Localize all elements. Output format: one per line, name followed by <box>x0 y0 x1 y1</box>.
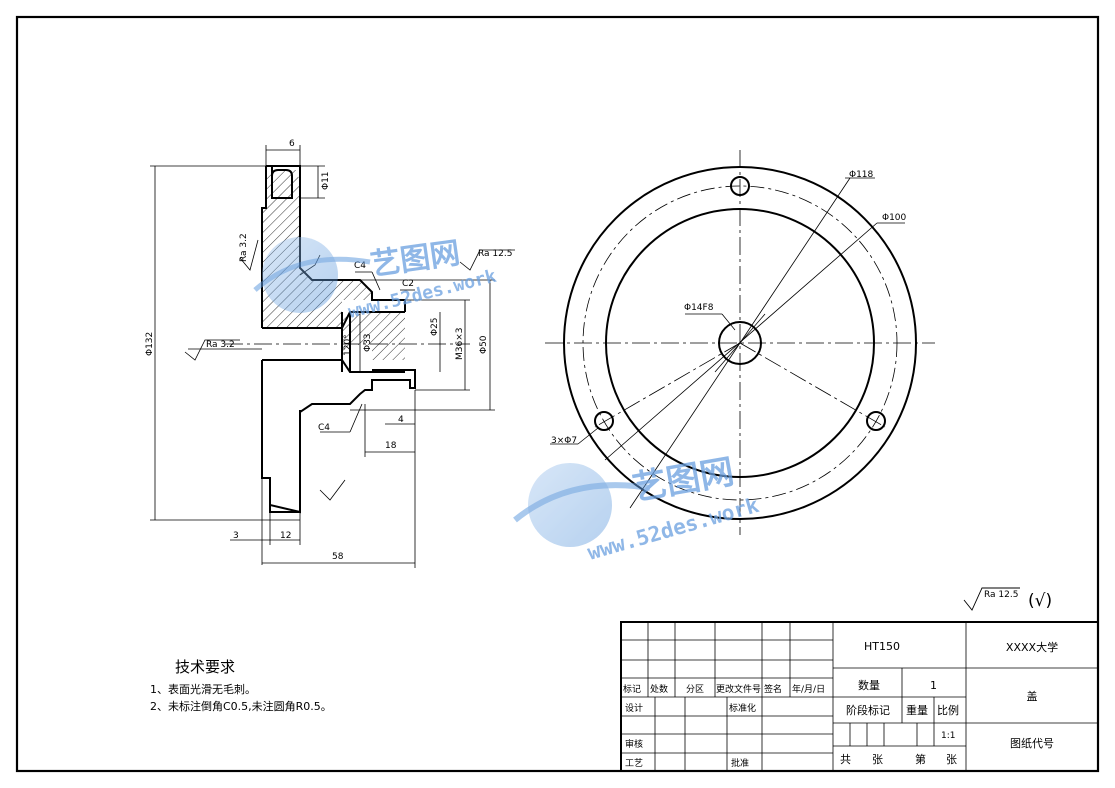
dim-6: 6 <box>289 139 295 149</box>
bolt-hole-left <box>594 411 614 431</box>
title-block: HT150 XXXX大学 盖 图纸代号 数量 1 阶段标记 重量 比例 1:1 … <box>620 621 1099 772</box>
dim-58: 58 <box>332 552 344 562</box>
design-label: 设计 <box>625 702 643 714</box>
top-groove <box>271 166 293 199</box>
tech-requirements: 技术要求 1、表面光滑无毛刺。 2、未标注倒角C0.5,未注圆角R0.5。 <box>150 656 332 715</box>
section-dims <box>150 145 515 568</box>
dim-d118: Φ118 <box>849 170 874 180</box>
header-sign: 签名 <box>764 683 782 695</box>
bolt-hole-right <box>866 411 886 431</box>
header-zone: 分区 <box>686 684 704 695</box>
dim-18: 18 <box>385 441 397 451</box>
sheet-no-label: 第 <box>915 752 926 766</box>
dim-12: 12 <box>280 531 291 541</box>
general-roughness-label: Ra 12.5 <box>984 590 1018 600</box>
part-name: 盖 <box>1027 689 1038 703</box>
header-date: 年/月/日 <box>792 683 825 695</box>
general-roughness-check: (√) <box>1028 591 1052 611</box>
school-name: XXXX大学 <box>1006 640 1058 654</box>
watermark-brand-1: 艺图网 <box>368 236 462 283</box>
header-count: 处数 <box>650 683 668 695</box>
qty-value: 1 <box>930 679 937 692</box>
roughness-ra32-b: Ra 3.2 <box>206 340 235 350</box>
bore <box>262 311 405 373</box>
weight-label: 重量 <box>906 703 928 717</box>
dim-d11: Φ11 <box>321 171 331 190</box>
roughness-ra32-a: Ra 3.2 <box>239 233 249 262</box>
angle-120: 120° <box>343 334 353 356</box>
standard-label: 标准化 <box>729 702 756 714</box>
drawing-number: 图纸代号 <box>1010 737 1054 750</box>
header-mark: 标记 <box>623 683 641 695</box>
sheets-label: 张 <box>872 753 883 766</box>
dim-d14f8: Φ14F8 <box>684 303 714 313</box>
sheet-border <box>15 15 1100 773</box>
watermark-logo-1 <box>262 237 338 313</box>
scale-value: 1:1 <box>941 731 955 741</box>
qty-label: 数量 <box>858 679 880 692</box>
hatch-lower <box>342 312 405 360</box>
watermark-brand-2: 艺图网 <box>630 452 737 509</box>
roughness-ra125: Ra 12.5 <box>478 249 512 259</box>
chamfer-c4-a: C4 <box>354 261 366 271</box>
chamfer-c4-b: C4 <box>318 423 330 433</box>
watermark-2: 艺图网 www.52des.work <box>513 452 762 565</box>
watermark-1: 艺图网 www.52des.work <box>253 236 499 323</box>
dim-3xd7: 3×Φ7 <box>551 436 577 446</box>
tech-req-item-1: 1、表面光滑无毛刺。 <box>150 683 256 696</box>
dim-d50: Φ50 <box>479 335 489 354</box>
material: HT150 <box>864 640 900 653</box>
sheet-label: 张 <box>946 753 957 766</box>
approve-label: 批准 <box>731 757 749 769</box>
flange-lower <box>261 360 301 513</box>
tech-req-item-2: 2、未标注倒角C0.5,未注圆角R0.5。 <box>150 700 332 713</box>
dim-d100: Φ100 <box>882 213 907 223</box>
process-label: 工艺 <box>625 758 643 769</box>
dim-d33: Φ33 <box>363 333 373 352</box>
general-roughness: Ra 12.5 (√) <box>963 587 1052 611</box>
dim-d132: Φ132 <box>145 332 155 356</box>
stage-label: 阶段标记 <box>846 703 890 717</box>
dim-3: 3 <box>233 531 239 541</box>
dim-4: 4 <box>398 415 404 425</box>
scale-label: 比例 <box>937 703 959 717</box>
front-view: Φ118 Φ100 Φ14F8 3×Φ7 <box>545 150 935 535</box>
thread-m36: M36×3 <box>455 328 465 360</box>
chamfer-c2: C2 <box>402 279 414 289</box>
dim-d25: Φ25 <box>430 317 440 336</box>
section-dim-text: 6 Φ11 Ra 3.2 Ra 12.5 C4 C2 Φ25 M36×3 Φ50… <box>145 139 512 562</box>
tech-req-title: 技术要求 <box>175 658 236 676</box>
review-label: 审核 <box>625 738 643 750</box>
total-label: 共 <box>840 753 851 766</box>
header-doc: 更改文件号 <box>716 683 761 695</box>
